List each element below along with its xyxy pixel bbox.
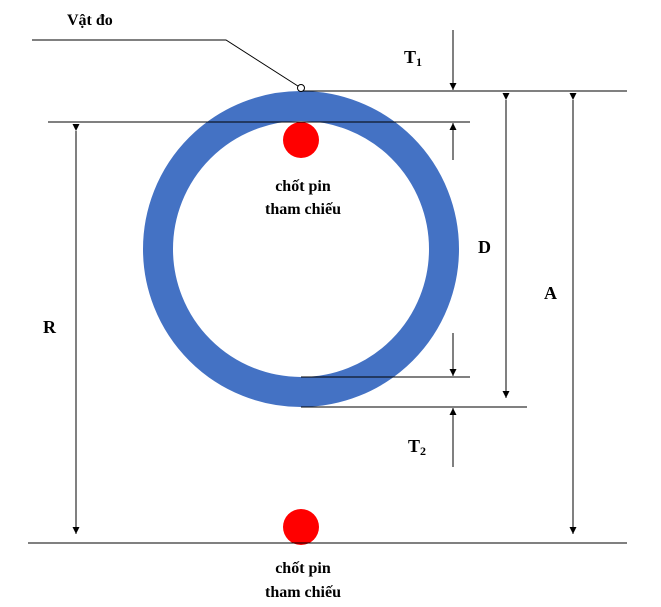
reference-pin-top bbox=[283, 122, 319, 158]
t2-label: T2 bbox=[408, 436, 426, 458]
t1-label-sub: 1 bbox=[416, 55, 422, 69]
pin-bottom-label-line2: tham chiếu bbox=[265, 584, 341, 601]
t1-label-main: T bbox=[404, 47, 416, 67]
pin-top-label-line2: tham chiếu bbox=[265, 201, 341, 218]
pin-top-label-line1: chốt pin bbox=[275, 178, 331, 195]
t1-label: T1 bbox=[404, 47, 422, 69]
object-label: Vật đo bbox=[67, 12, 113, 29]
r-label: R bbox=[43, 317, 57, 337]
t2-label-sub: 2 bbox=[420, 444, 426, 458]
t2-label-main: T bbox=[408, 436, 420, 456]
d-label: D bbox=[478, 237, 491, 257]
a-label: A bbox=[544, 283, 557, 303]
reference-pin-bottom bbox=[283, 509, 319, 545]
pin-bottom-label-line1: chốt pin bbox=[275, 560, 331, 577]
object-leader-point bbox=[297, 84, 305, 92]
ring-object bbox=[143, 91, 459, 407]
object-leader-line bbox=[32, 39, 302, 89]
